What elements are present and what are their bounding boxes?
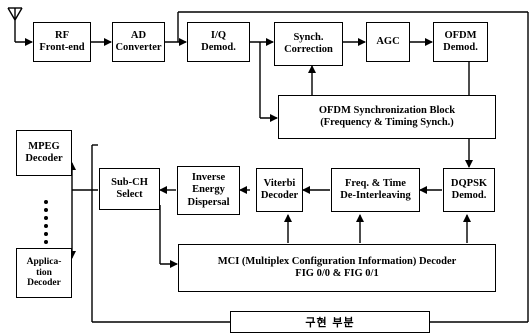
mpeg-decoder-block: MPEG Decoder <box>16 130 72 176</box>
agc-block: AGC <box>366 22 410 62</box>
ad-converter-block: AD Converter <box>112 22 165 62</box>
sub-ch-select-block: Sub-CH Select <box>99 168 160 210</box>
application-decoder-block: Applica- tion Decoder <box>16 248 72 298</box>
viterbi-decoder-block: Viterbi Decoder <box>256 168 303 212</box>
iq-demod-block: I/Q Demod. <box>187 22 250 62</box>
dqpsk-demod-block: DQPSK Demod. <box>443 168 495 212</box>
inverse-energy-dispersal-block: Inverse Energy Dispersal <box>177 166 240 215</box>
ofdm-demod-block: OFDM Demod. <box>433 22 488 62</box>
freq-time-deinterleaving-block: Freq. & Time De-Interleaving <box>331 168 420 212</box>
ofdm-synchronization-block: OFDM Synchronization Block (Frequency & … <box>278 95 496 139</box>
ellipsis-dots <box>44 200 50 244</box>
mci-decoder-block: MCI (Multiplex Configuration Information… <box>178 244 496 292</box>
rf-front-end-block: RF Front-end <box>33 22 91 62</box>
synch-correction-block: Synch. Correction <box>274 22 343 66</box>
antenna-icon <box>7 7 33 46</box>
implementation-part-label: 구현 부분 <box>230 311 430 333</box>
